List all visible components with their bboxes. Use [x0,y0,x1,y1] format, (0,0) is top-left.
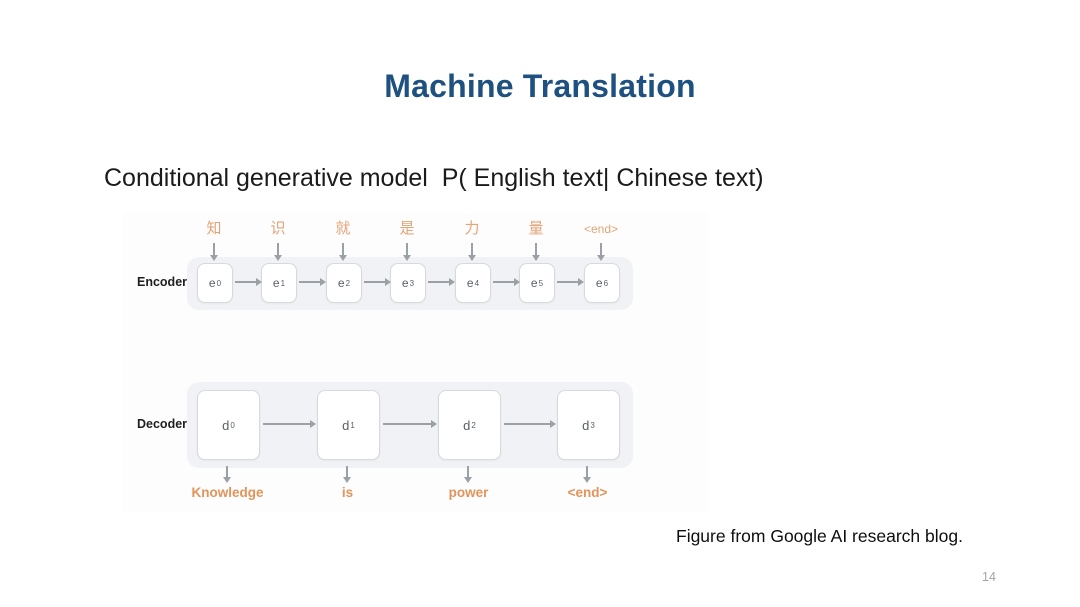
cell-label: d [463,417,471,433]
down-arrow-icon [343,466,351,483]
cell-subscript: 2 [471,420,476,430]
encoder-input-token: <end> [583,222,619,236]
down-arrow-icon [464,466,472,483]
cell-subscript: 5 [538,278,544,288]
decoder-output-word: power [448,485,489,500]
cell-label: d [342,417,350,433]
cell-subscript: 2 [345,278,351,288]
cell-label: d [222,417,230,433]
right-arrow-icon [235,278,262,286]
decoder-output-word: Knowledge [191,485,264,500]
decoder-output-word: <end> [567,485,608,500]
right-arrow-icon [383,420,437,428]
right-arrow-icon [493,278,520,286]
cell-label: e [272,276,280,290]
right-arrow-icon [504,420,556,428]
down-arrow-icon [597,243,605,261]
cell-label: e [208,276,216,290]
cell-label: e [466,276,474,290]
cell-subscript: 0 [230,420,235,430]
decoder-output-word: is [341,485,354,500]
slide-title: Machine Translation [384,68,696,104]
right-arrow-icon [263,420,316,428]
right-arrow-icon [557,278,584,286]
cell-subscript: 6 [603,278,609,288]
encoder-input-token: 知 [206,220,222,237]
encoder-input-token: 力 [464,220,480,237]
down-arrow-icon [210,243,218,261]
down-arrow-icon [339,243,347,261]
cell-subscript: 1 [350,420,355,430]
decoder-label: Decoder [137,417,188,431]
encoder-input-token: 是 [399,220,415,237]
down-arrow-icon [583,466,591,483]
down-arrow-icon [468,243,476,261]
down-arrow-icon [403,243,411,261]
cell-subscript: 3 [409,278,415,288]
cell-subscript: 0 [216,278,222,288]
cell-subscript: 1 [280,278,286,288]
cell-subscript: 4 [474,278,480,288]
figure-caption: Figure from Google AI research blog. [676,526,963,546]
encoder-label: Encoder [137,275,188,289]
encoder-input-token: 就 [335,220,351,237]
slide-subtitle: Conditional generative model P( English … [104,164,764,192]
encoder-input-token: 量 [528,220,544,237]
cell-label: e [530,276,538,290]
cell-subscript: 3 [590,420,595,430]
down-arrow-icon [532,243,540,261]
down-arrow-icon [223,466,231,483]
down-arrow-icon [274,243,282,261]
cell-label: e [595,276,603,290]
right-arrow-icon [299,278,326,286]
cell-label: e [401,276,409,290]
page-number: 14 [982,570,996,584]
right-arrow-icon [364,278,391,286]
cell-label: d [582,417,590,433]
encoder-input-token: 识 [270,220,286,237]
cell-label: e [337,276,345,290]
right-arrow-icon [428,278,455,286]
